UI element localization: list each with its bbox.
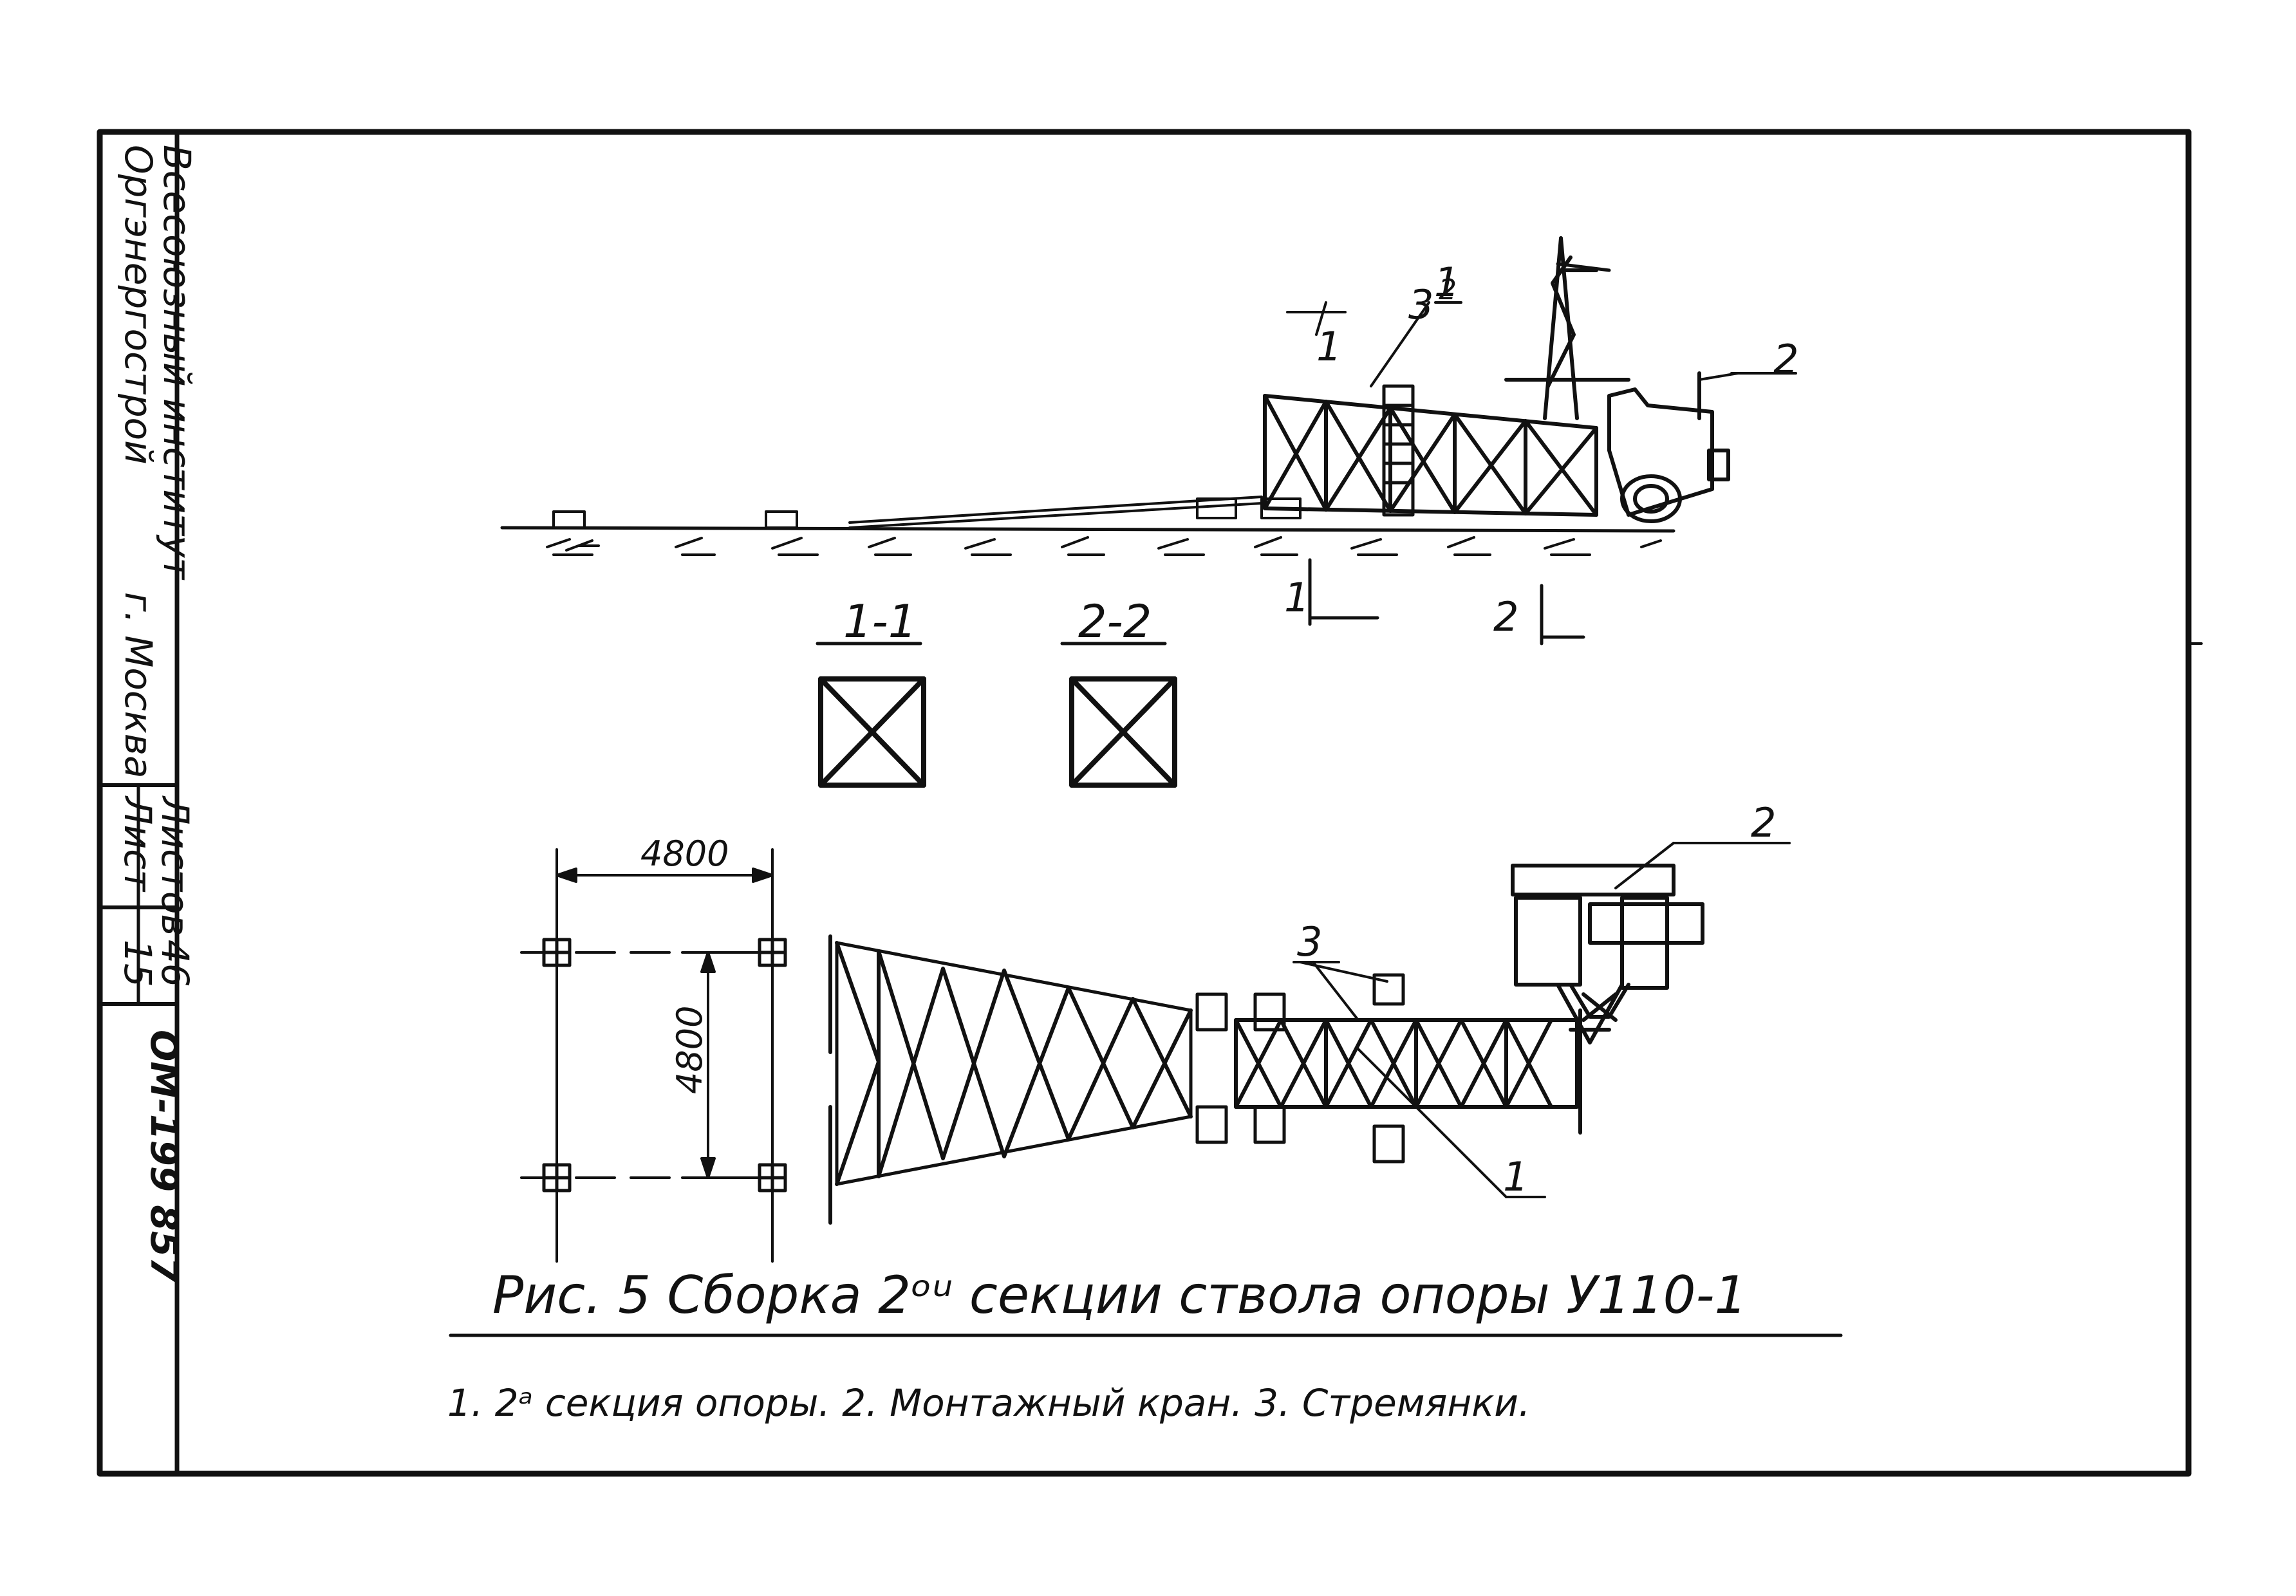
document-number: ОМ-199 857: [142, 1030, 186, 1283]
cut-mark-bottom-1: 1: [1284, 574, 1309, 621]
title-strip: Всесоюзный институт Оргэнергострой г. Мо…: [98, 145, 199, 1283]
org-line-2: Оргэнергострой: [117, 145, 160, 465]
ground-hatching: [546, 536, 1662, 556]
sheet-value: 15: [116, 940, 160, 987]
org-line-3: г. Москва: [117, 592, 160, 779]
section-2-2-box: [1069, 676, 1177, 788]
ground-line: [500, 526, 1675, 533]
dimension-vertical: [700, 951, 716, 1179]
caption: Рис. 5 Сборка 2ᵒᵘ секции ствола опоры У1…: [447, 1265, 1843, 1425]
crane-plan: [1511, 864, 1704, 1044]
foundation-blocks: [542, 938, 787, 1192]
plan-view: 4800 4800: [520, 799, 1791, 1263]
callout-1-elevation: 1: [1434, 259, 1459, 306]
figure-title: Рис. 5 Сборка 2ᵒᵘ секции ствола опоры У1…: [492, 1265, 1747, 1325]
sheets-label: Листов: [153, 795, 197, 936]
drawing-frame: [97, 129, 2203, 1477]
org-line-1: Всесоюзный институт: [155, 145, 199, 580]
truss-section-plan-lower: [828, 934, 1193, 1225]
truss-section-elevation: [1263, 394, 1598, 517]
callout-2-plan: 2: [1751, 799, 1776, 846]
sheets-value: 46: [153, 940, 197, 987]
callout-1-plan: 1: [1503, 1153, 1528, 1200]
cut-mark-top-2: 2: [1439, 274, 1457, 306]
dimension-horizontal: [555, 868, 774, 883]
section-label-1-1: 1-1: [843, 595, 917, 648]
callout-3-plan: 3: [1297, 918, 1322, 965]
cut-mark-top-1: 1: [1316, 323, 1341, 370]
truss-section-plan-upper: [1234, 1008, 1582, 1135]
section-label-2-2: 2-2: [1078, 595, 1152, 648]
dimension-horizontal-label: 4800: [640, 833, 729, 874]
section-1-1-box: [818, 676, 926, 788]
cut-marks: [1308, 262, 1611, 645]
cross-sections: 1-1 2-2: [816, 595, 1177, 788]
sheet-label: Лист: [116, 795, 160, 893]
elevation-view: 1 3 2 1 2 1 2: [500, 236, 1798, 645]
cut-mark-bottom-2: 2: [1493, 593, 1518, 640]
dimension-vertical-label: 4800: [669, 1006, 710, 1094]
crane-elevation: [1504, 236, 1730, 523]
callout-2-elevation: 2: [1773, 336, 1798, 383]
ladders-plan: [1195, 973, 1405, 1164]
callout-3-elevation: 3: [1408, 281, 1433, 328]
ladder-elevation: [1382, 384, 1415, 517]
figure-legend: 1. 2ᵃ секция опоры. 2. Монтажный кран. 3…: [447, 1381, 1530, 1425]
